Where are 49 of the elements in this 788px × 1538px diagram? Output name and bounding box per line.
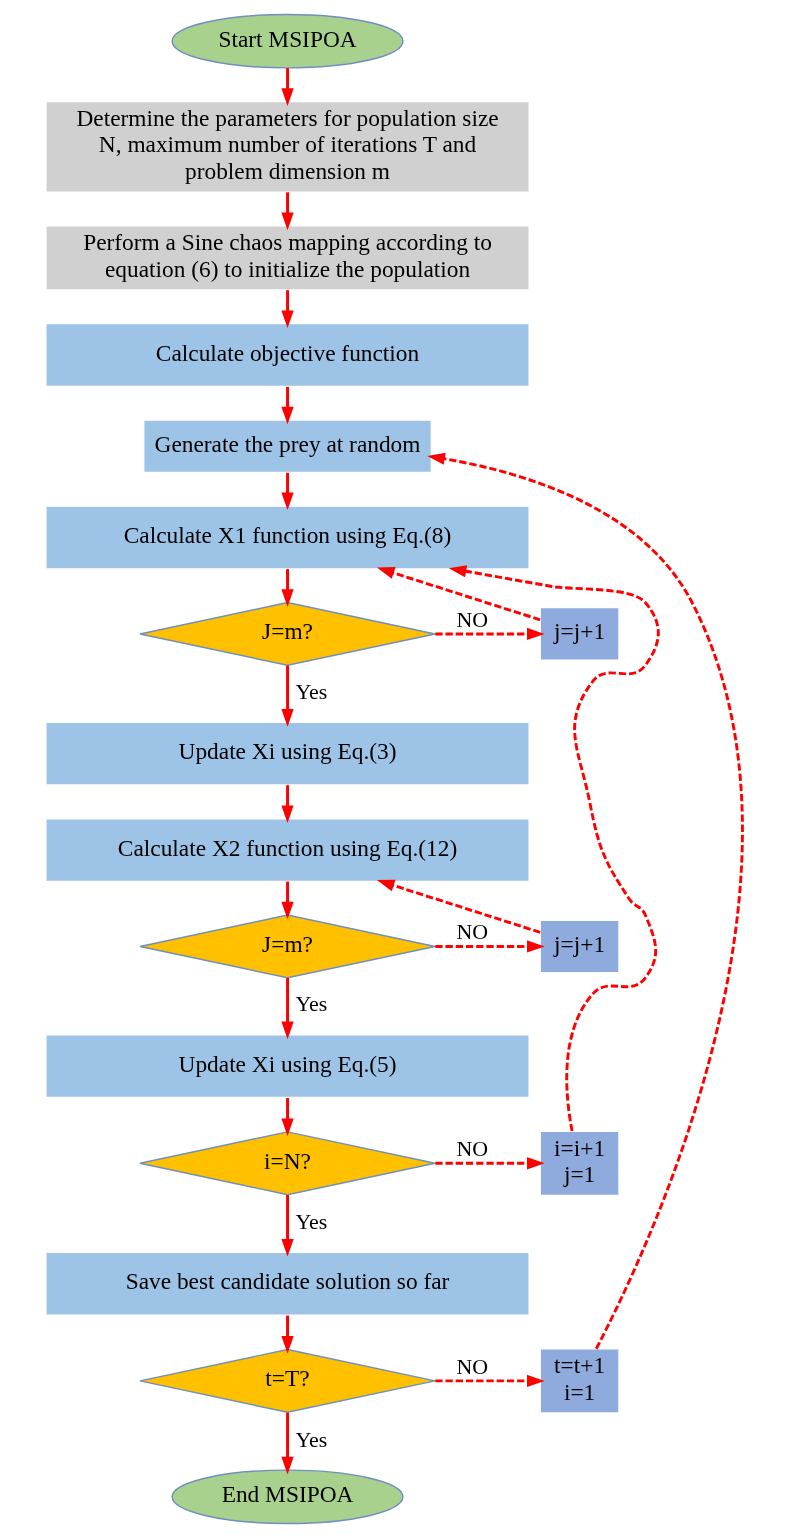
arrow: [434, 1374, 545, 1388]
node-box: Update Xi using Eq.(3): [44, 721, 530, 786]
node-box: Determine the parameters for population size N, maximum number of iterations T and problem dimension m: [44, 100, 530, 193]
arrow: [280, 290, 294, 328]
node-box: Perform a Sine chaos mapping according to equation (6) to initialize the population: [44, 225, 530, 291]
node-box: i=i+1 j=1: [538, 1130, 620, 1197]
edge-label: Yes: [295, 1209, 327, 1235]
node-diamond: J=m?: [138, 914, 436, 979]
edge-label: NO: [455, 919, 488, 945]
edge-label: Yes: [295, 1426, 327, 1452]
edge-label: NO: [455, 606, 488, 632]
node-diamond: i=N?: [138, 1131, 436, 1196]
node-diamond: J=m?: [138, 601, 436, 667]
edge-label: Yes: [295, 678, 327, 704]
node-box: Calculate X1 function using Eq.(8): [44, 505, 530, 570]
node-box: Generate the prey at random: [142, 419, 432, 474]
arrow: [434, 1157, 545, 1170]
arrow: [280, 569, 294, 607]
node-box: t=t+1 i=1: [538, 1348, 620, 1414]
arrow: [376, 567, 541, 622]
node-box: j=j+1: [538, 919, 620, 974]
edge-label: NO: [455, 1353, 488, 1379]
node-box: j=j+1: [538, 606, 620, 661]
node-ellipse: End MSIPOA: [170, 1469, 404, 1525]
arrow: [280, 881, 294, 920]
edge-label: Yes: [295, 991, 327, 1017]
node-box: Update Xi using Eq.(5): [44, 1034, 530, 1099]
arrow: [434, 940, 545, 953]
arrow: [280, 1315, 294, 1354]
arrow: [280, 665, 294, 727]
edge-label: NO: [455, 1135, 488, 1161]
arrow: [280, 1412, 294, 1475]
arrow: [434, 627, 545, 641]
arrow: [280, 1097, 294, 1136]
node-diamond: t=T?: [138, 1348, 436, 1414]
node-box: Save best candidate solution so far: [44, 1251, 530, 1316]
arrow: [376, 879, 541, 934]
arrow: [426, 452, 744, 1350]
arrow: [280, 192, 294, 231]
arrow: [280, 785, 294, 823]
arrow: [280, 68, 294, 106]
arrow: [448, 565, 660, 1132]
arrow: [280, 978, 294, 1040]
arrow: [280, 1195, 294, 1257]
arrow: [280, 386, 294, 425]
node-ellipse: Start MSIPOA: [170, 13, 404, 69]
node-box: Calculate objective function: [44, 322, 530, 388]
node-box: Calculate X2 function using Eq.(12): [44, 817, 530, 883]
arrow: [280, 472, 294, 511]
